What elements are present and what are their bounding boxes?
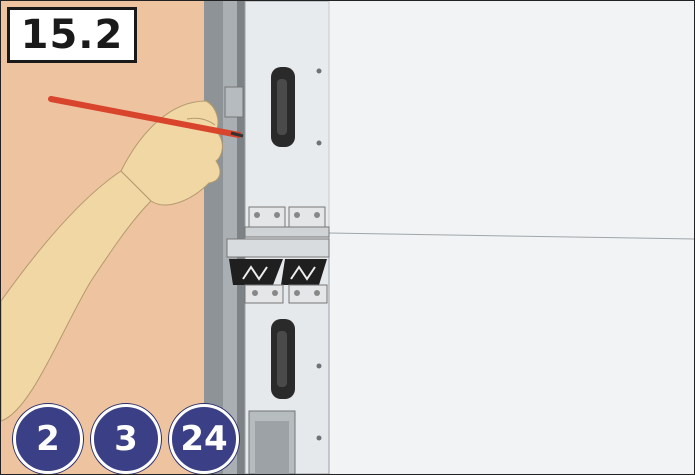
part-badge: 3	[91, 404, 161, 474]
upper-handle	[271, 67, 295, 147]
lower-handle	[271, 319, 295, 399]
part-badges: 2 3 24	[13, 404, 239, 474]
door-panel-right	[329, 1, 694, 474]
part-badge: 2	[13, 404, 83, 474]
step-number: 15.2	[7, 7, 137, 63]
part-badge: 24	[169, 404, 239, 474]
bottom-part	[249, 411, 295, 474]
